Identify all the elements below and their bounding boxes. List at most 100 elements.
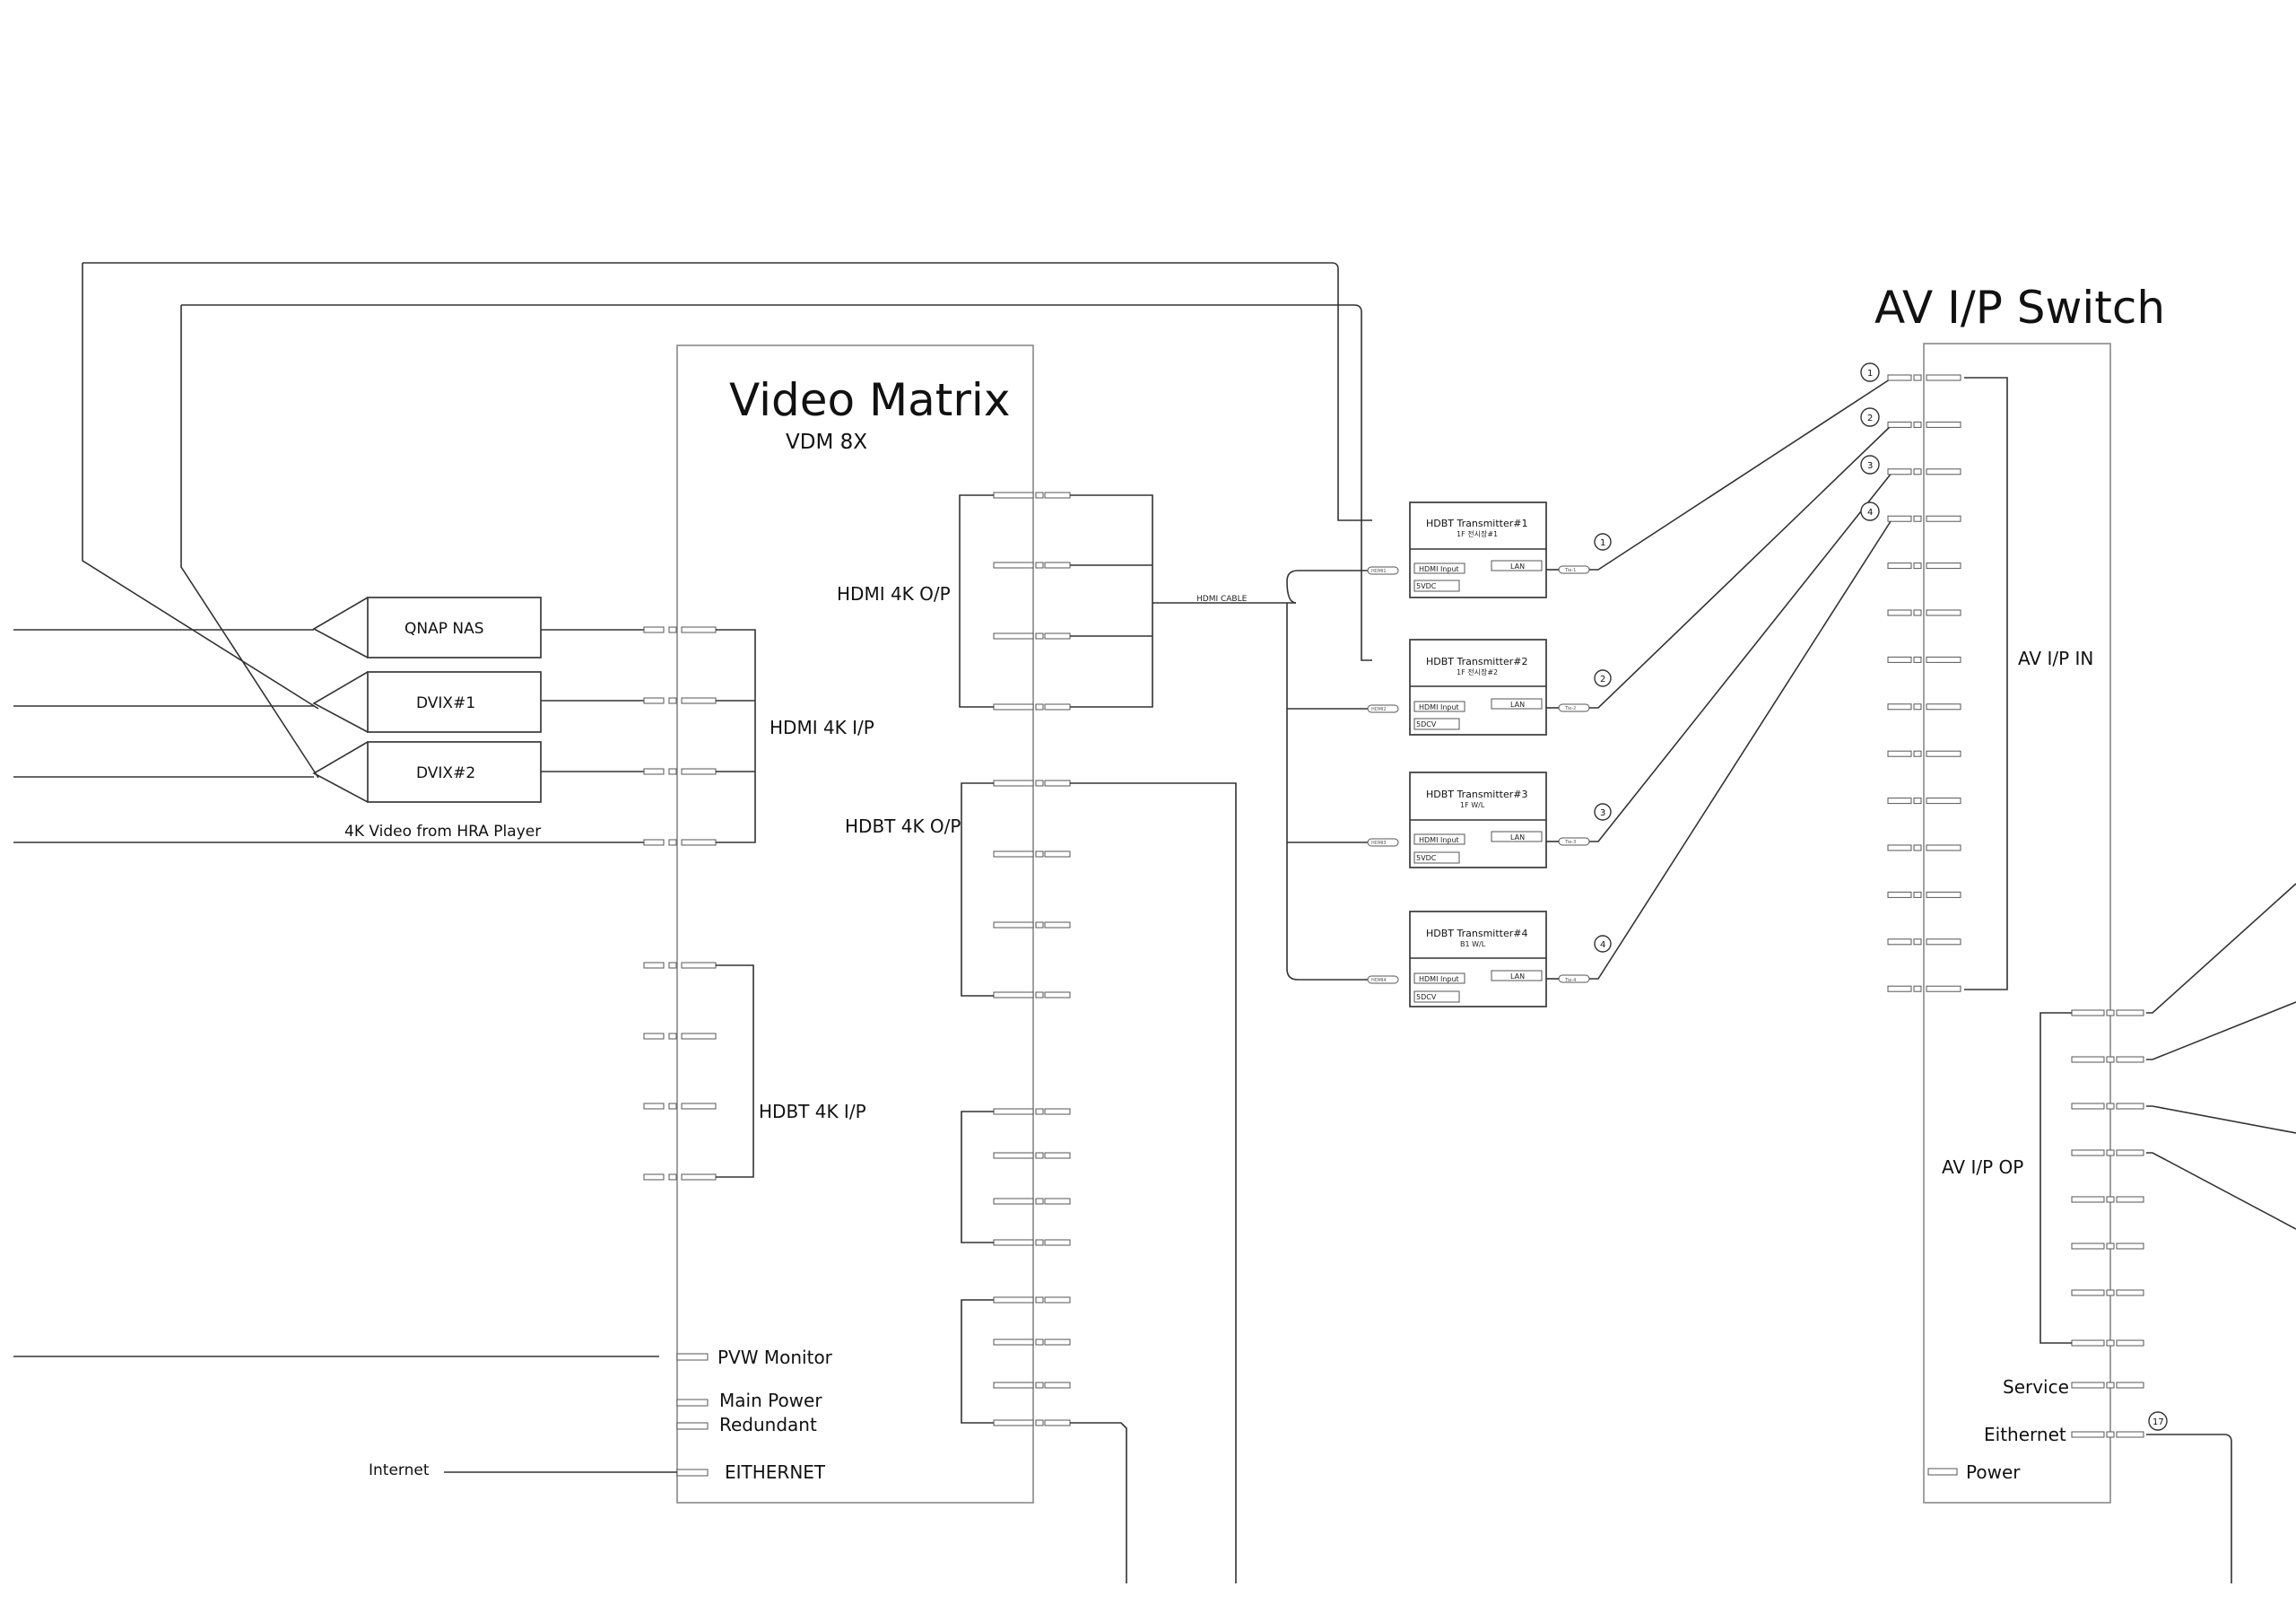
tx2-feed: HDMI2	[1371, 707, 1387, 712]
port-pin	[2071, 1289, 2105, 1296]
port-pin	[1926, 515, 1961, 522]
tx1-lan: LAN	[1510, 562, 1525, 571]
port-pin	[1887, 938, 1912, 946]
av-service-label: Service	[2003, 1376, 2069, 1398]
internet-label: Internet	[369, 1461, 430, 1479]
port-pin	[1926, 750, 1961, 757]
av-in-bracket	[1964, 377, 2008, 990]
port-pin	[1887, 985, 1912, 992]
dvix1-wedge	[312, 671, 369, 733]
op-line-2	[2146, 1001, 2296, 1060]
hdmi-out-label: HDMI 4K O/P	[837, 583, 951, 605]
port-pin	[2116, 1149, 2144, 1156]
hdmi-audio-bracket	[961, 1111, 994, 1243]
port-pin	[1913, 609, 1922, 616]
loop-line-1	[83, 262, 1372, 521]
port-pin	[1887, 798, 1912, 805]
redundant-label: Redundant	[719, 1414, 817, 1435]
port-pin	[1926, 374, 1961, 381]
ethernet-port	[676, 1469, 709, 1477]
port-pin	[2106, 1431, 2115, 1438]
tx3-lan: LAN	[1510, 833, 1525, 842]
port-pin	[1926, 468, 1961, 475]
port-pin	[1913, 844, 1922, 851]
tie-line-4	[1589, 518, 1893, 980]
port-pin	[2116, 1289, 2144, 1296]
port-pin	[2071, 1009, 2105, 1016]
eth-drop-line	[2146, 1434, 2232, 1583]
tie-line-1	[1589, 377, 1893, 571]
qnap-wedge	[312, 597, 369, 658]
av-switch-panel	[1923, 343, 2111, 1504]
port-pin	[1913, 656, 1922, 663]
port-pin	[1887, 374, 1912, 381]
feed-and-tie-pills	[1367, 565, 1590, 984]
loop-line-2	[181, 304, 1372, 661]
feed-trunk	[1286, 603, 1368, 981]
port-pin	[2106, 1243, 2115, 1250]
pvw-port	[676, 1353, 709, 1361]
tx4-sub: B1 W/L	[1460, 940, 1486, 948]
tx2-badge: 2	[1600, 675, 1605, 685]
hdmi-in-label: HDMI 4K I/P	[770, 717, 874, 738]
tx1-name: HDBT Transmitter#1	[1426, 518, 1527, 529]
av-in-badge-2: 2	[1867, 414, 1873, 423]
port-pin	[2116, 1243, 2144, 1250]
tx1-feed: HDMI1	[1371, 569, 1387, 574]
tx3-feed: HDMI3	[1371, 841, 1387, 846]
av-out-label: AV I/P OP	[1942, 1156, 2023, 1178]
tx3-sub: 1F W/L	[1460, 801, 1485, 809]
hdmi-in-ports	[643, 626, 717, 846]
op-line-1	[2146, 883, 2296, 1014]
port-pin	[1926, 938, 1961, 946]
tx2-tie: Tie-2	[1564, 706, 1576, 711]
port-pin	[1887, 750, 1912, 757]
main-power-label: Main Power	[719, 1390, 822, 1411]
port-pin	[2116, 1103, 2144, 1110]
matrix-ethernet-label: EITHERNET	[725, 1461, 826, 1483]
redundant-port	[676, 1422, 709, 1430]
port-pin	[2071, 1431, 2105, 1438]
tx2-power: 5DCV	[1416, 720, 1437, 728]
tx1-sub: 1F 전시장#1	[1457, 529, 1498, 538]
tie-badges	[1594, 533, 1612, 953]
tx3-badge: 3	[1600, 808, 1605, 818]
hdbt-in-bracket	[716, 964, 754, 1178]
audio-drop	[1070, 1422, 1127, 1583]
port-pin	[1887, 844, 1912, 851]
tx3-tie: Tie-3	[1564, 840, 1576, 845]
port-pin	[2106, 1382, 2115, 1389]
port-pin	[1887, 891, 1912, 898]
tie-line-2	[1589, 423, 1893, 709]
hdbt-out-bracket	[961, 782, 994, 997]
port-pin	[1926, 656, 1961, 663]
port-pin	[1926, 703, 1961, 711]
hdbt-in-ports	[643, 962, 717, 1181]
dvix2-wedge	[312, 741, 369, 803]
port-pin	[2106, 1339, 2115, 1347]
tx3-input: HDMI Input	[1419, 836, 1459, 844]
hdmi-out-ports	[993, 492, 1071, 711]
tx4-input: HDMI Input	[1419, 975, 1459, 983]
loop-line-2-down	[180, 305, 319, 779]
tx4-name: HDBT Transmitter#4	[1426, 928, 1527, 939]
port-pin	[1926, 562, 1961, 570]
port-pin	[2106, 1289, 2115, 1296]
video-matrix-panel	[676, 344, 1034, 1504]
port-pin	[2116, 1196, 2144, 1203]
port-pin	[2071, 1103, 2105, 1110]
port-pin	[2116, 1009, 2144, 1016]
port-pin	[1926, 798, 1961, 805]
hdmi-out-bracket-left	[959, 494, 994, 708]
hdmi-in-bracket	[716, 629, 756, 843]
port-pin	[2106, 1009, 2115, 1016]
tx1-tie: Tie-1	[1564, 568, 1576, 573]
port-pin	[1887, 562, 1912, 570]
transmitter-boxes	[1409, 501, 1547, 1007]
port-pin	[1926, 421, 1961, 428]
main-power-port	[676, 1399, 709, 1407]
tx4-badge: 4	[1600, 940, 1605, 950]
port-pin	[1913, 468, 1922, 475]
dvix2-label: DVIX#2	[416, 764, 475, 782]
